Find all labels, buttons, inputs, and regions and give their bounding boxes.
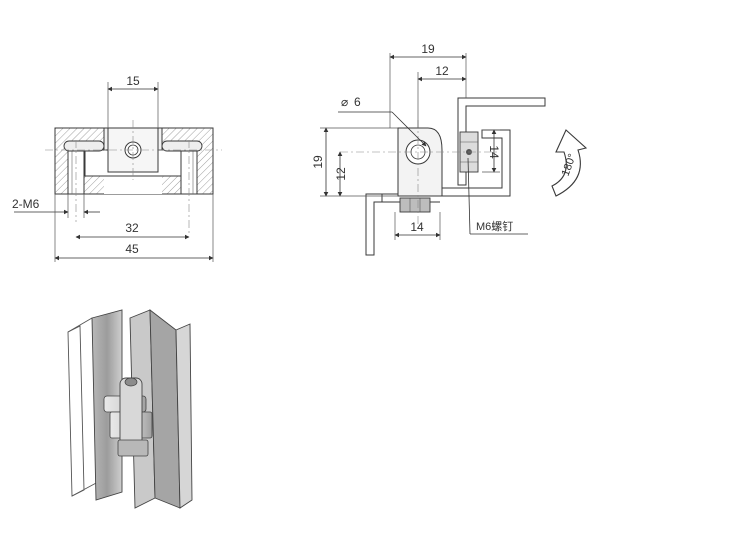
dimension-12-vertical-label: 12 (334, 167, 348, 181)
hinge-3d (103, 377, 153, 457)
rotation-arrow: 180° (551, 129, 588, 197)
screw-callout: M6螺钉 (467, 157, 528, 235)
dimension-19-top: 19 (389, 42, 467, 128)
isometric-view (67, 309, 193, 509)
dimension-19-vertical-label: 19 (311, 155, 325, 169)
dimension-32: 32 (75, 221, 190, 240)
dimension-15: 15 (107, 74, 159, 128)
dimension-12-vertical: 12 (334, 151, 348, 197)
dimension-19-vertical: 19 (311, 127, 398, 197)
upper-bracket (457, 97, 546, 186)
dimension-12-top: 12 (417, 64, 467, 128)
hinge-body-section (45, 120, 222, 236)
lower-bracket (365, 193, 383, 256)
dimension-19-top-label: 19 (421, 42, 435, 56)
dimension-diameter-label: 6 (354, 95, 361, 109)
bottom-nut (399, 197, 431, 213)
side-view: 19 12 ⌀ 6 19 12 (311, 42, 588, 256)
dimension-2-m6: 2-M6 (12, 194, 100, 218)
dimension-15-label: 15 (126, 74, 140, 88)
dimension-14-right-label: 14 (487, 145, 501, 159)
front-view: 15 2-M6 32 45 (12, 74, 222, 262)
screw-label: M6螺钉 (476, 220, 513, 233)
dimension-14-bottom: 14 (394, 212, 441, 240)
dimension-45: 45 (54, 194, 214, 262)
dimension-14-bottom-label: 14 (410, 220, 424, 234)
diameter-symbol: ⌀ (341, 95, 348, 109)
dimension-diameter: ⌀ 6 (338, 95, 427, 147)
dimension-12-top-label: 12 (435, 64, 449, 78)
dimension-2-m6-label: 2-M6 (12, 197, 40, 211)
dimension-32-label: 32 (125, 221, 139, 235)
dimension-45-label: 45 (125, 242, 139, 256)
dimension-14-right: 14 (482, 129, 501, 173)
